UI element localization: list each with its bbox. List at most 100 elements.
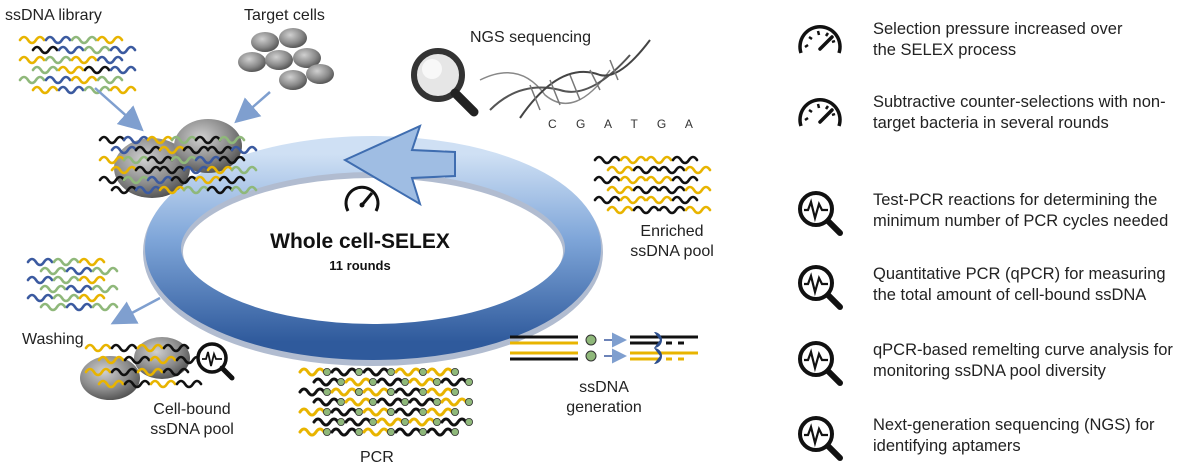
primer-marker (432, 417, 441, 426)
ssdna-strand (298, 407, 326, 417)
ssdna-strand (110, 367, 138, 377)
primer-marker (432, 397, 441, 406)
legend-item: Subtractive counter-selections with non-… (795, 90, 1195, 142)
ssdna-strand (362, 427, 390, 437)
ssdna-strand (134, 165, 162, 175)
ssdna-generation-schematic (510, 332, 698, 364)
ssdna-strand (593, 195, 621, 205)
primer-marker (336, 397, 345, 406)
ssdna-strand (298, 427, 326, 437)
ssdna-strand (658, 205, 686, 215)
center-title: Whole cell-SELEX (270, 230, 450, 253)
ssdna-strand (146, 155, 174, 165)
ssdna-strand (91, 284, 119, 294)
ssdna-strand (440, 377, 468, 387)
primer-marker (368, 417, 377, 426)
ssdna-strand (362, 407, 390, 417)
ssdna-strand (394, 427, 422, 437)
label-enriched-pool: Enriched ssDNA pool (630, 223, 714, 260)
ssdna-strand (671, 175, 699, 185)
ssdna-strand (97, 355, 125, 365)
ssdna-strand (146, 175, 174, 185)
ssdna-strand (206, 165, 234, 175)
dna-helix-icon (479, 39, 651, 119)
primer-marker (400, 397, 409, 406)
ssdna-strand (97, 379, 125, 389)
ssdna-strand (70, 35, 98, 45)
label-washing: Washing (22, 331, 84, 348)
ssdna-strand (52, 293, 80, 303)
primer-marker (322, 407, 331, 416)
ssdna-strand (330, 367, 358, 377)
ssdna-strand (658, 165, 686, 175)
cycle-arrowhead (342, 124, 456, 207)
ssdna-strand (645, 155, 673, 165)
ssdna-strand (96, 55, 124, 65)
primer-marker (464, 397, 473, 406)
ssdna-strand (426, 367, 454, 377)
center-subtitle: 11 rounds (329, 258, 391, 273)
ssdna-strand (39, 284, 67, 294)
ssdna-strand (606, 205, 634, 215)
primer-marker (322, 387, 331, 396)
ssdna-strand (344, 417, 372, 427)
gauge-icon (798, 25, 842, 54)
ssdna-strand (426, 407, 454, 417)
ssdna-strand (57, 45, 85, 55)
ssdna-strand (312, 397, 340, 407)
ssdna-strand (109, 85, 137, 95)
ssdna-strand (70, 75, 98, 85)
primer-marker (400, 417, 409, 426)
ssdna-strand (149, 355, 177, 365)
primer-marker (450, 427, 459, 436)
cell-bound-cells (80, 337, 190, 400)
ssdna-strand (91, 266, 119, 276)
ssdna-strand (44, 35, 72, 45)
sequence-letters: C G A T G A (548, 117, 701, 131)
ssdna-strand (122, 135, 150, 145)
selex-cycle-ring (143, 124, 603, 366)
ssdna-strand (684, 205, 712, 215)
selex-diagram: C G A T G A (18, 28, 712, 437)
primer-marker (354, 407, 363, 416)
ssdna-strand (376, 377, 404, 387)
ssdna-strand (170, 135, 198, 145)
ssdna-strand (158, 145, 186, 155)
ssdna-strand (376, 417, 404, 427)
ssdna-strand (671, 155, 699, 165)
primer-marker (450, 367, 459, 376)
ssdna-strand (44, 55, 72, 65)
gauge-icon (798, 98, 842, 127)
ssdna-strand (376, 397, 404, 407)
ssdna-strand (182, 165, 210, 175)
ssdna-strand (110, 343, 138, 353)
ssdna-strand (96, 75, 124, 85)
ssdna-strand (65, 302, 93, 312)
ssdna-strand (122, 175, 150, 185)
ssdna-strand (110, 165, 138, 175)
ssdna-strand (52, 257, 80, 267)
ssdna-strand (52, 275, 80, 285)
ssdna-strand (146, 135, 174, 145)
primer-marker (418, 407, 427, 416)
primer-marker (432, 377, 441, 386)
ssdna-strand (426, 387, 454, 397)
ssdna-strand (83, 45, 111, 55)
ssdna-strand (65, 266, 93, 276)
cell-bound-magnifier-icon (196, 342, 235, 381)
ssdna-strand (194, 155, 222, 165)
primer-marker (450, 387, 459, 396)
ssdna-strand (218, 175, 246, 185)
ssdna-strand (312, 417, 340, 427)
ssdna-strand (44, 75, 72, 85)
ssdna-strand (684, 165, 712, 175)
ssdna-strand (162, 343, 190, 353)
ssdna-strand (206, 185, 234, 195)
ssdna-strand (230, 145, 258, 155)
ssdna-strand (218, 135, 246, 145)
label-target-cells: Target cells (244, 7, 325, 24)
ssdna-strand (298, 367, 326, 377)
ssdna-strand (158, 185, 186, 195)
